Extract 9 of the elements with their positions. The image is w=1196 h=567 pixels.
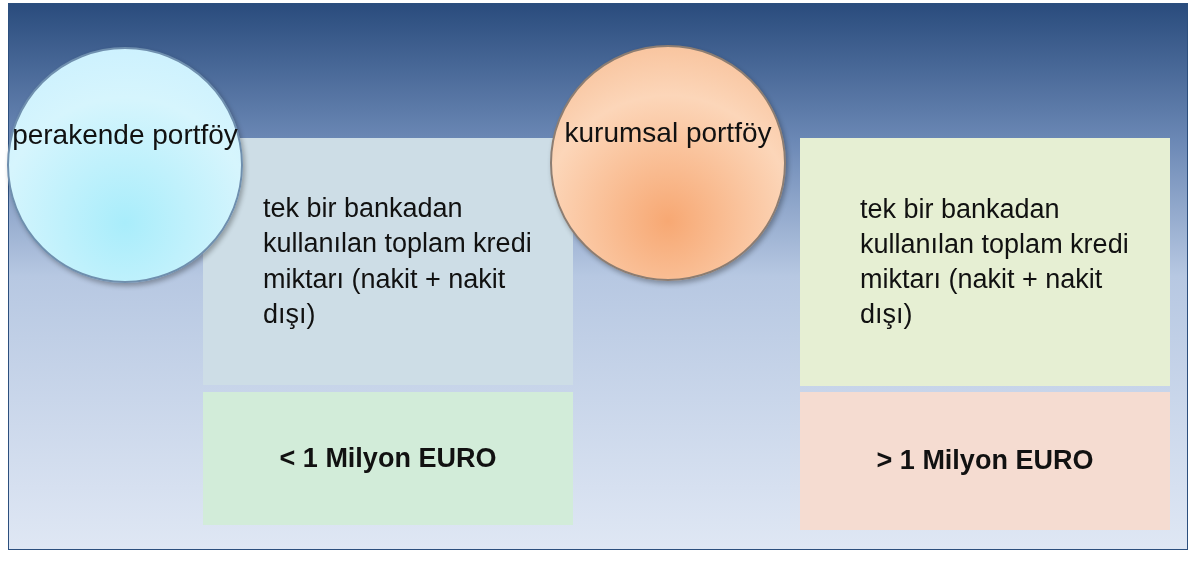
info-box (800, 138, 1170, 386)
threshold-label: > 1 Milyon EURO (876, 444, 1094, 478)
threshold-label: < 1 Milyon EURO (279, 441, 497, 475)
category-label: kurumsal portföy (564, 115, 772, 150)
info-box (203, 392, 573, 525)
description-text: tek bir bankadan kullanılan toplam kredi miktarı (nakit + nakit dışı) (860, 192, 1130, 332)
category-label: perakende portföy (12, 117, 238, 152)
info-box (800, 392, 1170, 530)
description-text: tek bir bankadan kullanılan toplam kredi miktarı (nakit + nakit dışı) (263, 192, 533, 331)
